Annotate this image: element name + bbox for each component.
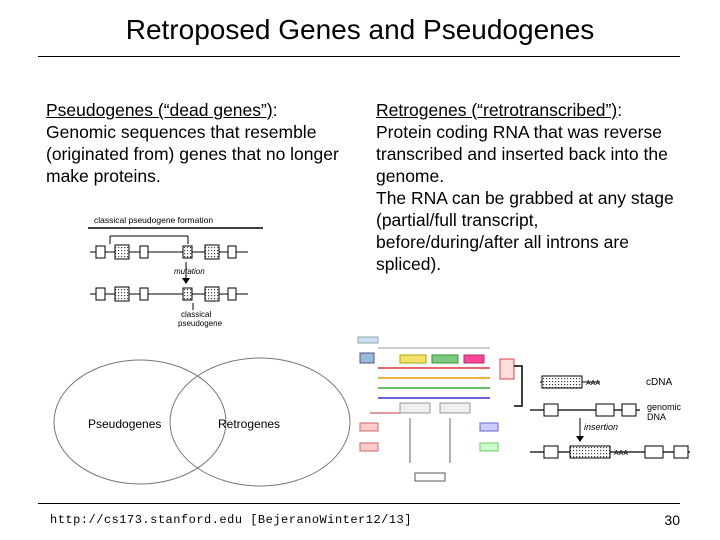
venn-pseudogenes-circle xyxy=(53,359,227,485)
gene-row-original xyxy=(90,244,248,260)
gene-row-pseudogene xyxy=(90,286,248,302)
mutation-arrow xyxy=(182,262,190,284)
slide-title: Retroposed Genes and Pseudogenes xyxy=(125,14,595,45)
retrogenes-heading-colon: : xyxy=(617,100,623,120)
venn-retrogenes-label: Retrogenes xyxy=(218,417,280,431)
insertion-label: insertion xyxy=(584,422,618,432)
rna-processing-pathway-figure xyxy=(357,336,515,482)
footer-divider xyxy=(38,503,680,504)
venn-pseudogenes-label: Pseudogenes xyxy=(88,417,161,431)
pseudogenes-definition: Genomic sequences that resemble (origina… xyxy=(46,122,339,186)
classical-diagram-header: classical pseudogene formation xyxy=(94,215,213,225)
pseudogenes-heading: Pseudogenes (“dead genes”) xyxy=(46,100,273,120)
retrogene-result-row xyxy=(530,445,690,459)
venn-diagram: Pseudogenes Retrogenes xyxy=(53,357,351,487)
retrogenes-rna-note: The RNA can be grabbed at any stage (par… xyxy=(376,188,674,274)
footer-url: http://cs173.stanford.edu [BejeranoWinte… xyxy=(50,513,412,527)
retrogenes-definition: Protein coding RNA that was reverse tran… xyxy=(376,122,668,186)
venn-retrogenes-circle xyxy=(169,357,351,487)
cdna-label: cDNA xyxy=(646,377,672,388)
retrogenes-text-block: Retrogenes (“retrotranscribed”): Protein… xyxy=(376,99,686,275)
retrogenes-heading-line: Retrogenes (“retrotranscribed”): xyxy=(376,99,686,121)
mutation-label: mutation xyxy=(174,267,205,276)
genomic-label-line1: genomic xyxy=(647,402,682,412)
cdna-row xyxy=(540,375,600,389)
polya-tail-inserted: AAA xyxy=(614,450,628,457)
classical-caption-line2: pseudogene xyxy=(178,319,223,328)
title-divider xyxy=(38,56,680,57)
page-number: 30 xyxy=(664,512,680,528)
retrogenes-heading: Retrogenes (“retrotranscribed”) xyxy=(376,100,618,120)
polya-tail-cdna: AAA xyxy=(586,380,600,387)
pseudogenes-heading-line: Pseudogenes (“dead genes”): xyxy=(46,99,356,121)
pseudogenes-heading-colon: : xyxy=(272,100,278,120)
genomic-label-line2: DNA xyxy=(647,412,666,422)
insertion-arrowhead xyxy=(576,436,584,442)
genomic-dna-row xyxy=(530,403,640,417)
classical-caption-line1: classical xyxy=(181,310,211,319)
retrogene-insertion-diagram: AAA cDNA genomic DNA insertion AAA xyxy=(514,365,690,459)
classical-pseudogene-diagram: classical pseudogene formation mutation … xyxy=(88,215,263,328)
bracket xyxy=(514,365,523,407)
duplication-arrows xyxy=(109,235,189,244)
pseudogenes-text-block: Pseudogenes (“dead genes”): Genomic sequ… xyxy=(46,99,356,187)
